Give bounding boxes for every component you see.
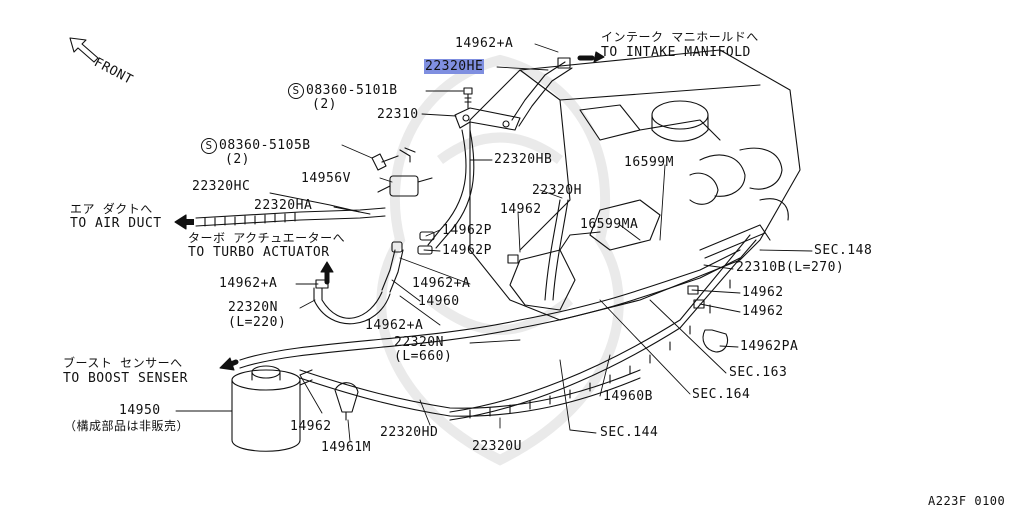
part-14960[interactable]: 14960 (418, 294, 460, 309)
part-14950-note: （構成部品は非販売） (64, 419, 190, 433)
jp-air-duct-label: エア ダクトへ (70, 202, 153, 216)
jp-turbo-label: ターボ アクチュエーターへ (188, 231, 346, 245)
part-14962PA[interactable]: 14962PA (740, 339, 799, 354)
part-14950[interactable]: 14950 (119, 403, 161, 418)
arrow-to-boost (219, 357, 235, 371)
sec-144[interactable]: SEC.144 (600, 425, 659, 440)
jp-intake-label: インテーク マニホールドへ (601, 30, 759, 44)
hose-22320HB (427, 129, 475, 249)
part-22320N-left-length: (L=220) (228, 315, 287, 330)
part-16599MA[interactable]: 16599MA (580, 217, 639, 232)
bracket-22310 (454, 107, 521, 131)
part-22320N-mid[interactable]: 22320N (394, 335, 444, 350)
part-14962A-mid[interactable]: 14962+A (412, 276, 471, 291)
hose-22320HD (299, 369, 641, 417)
part-14962-r2[interactable]: 14962 (742, 304, 784, 319)
part-22310B[interactable]: 22310B(L=270) (736, 260, 845, 275)
figure-code: A223F 0100 (928, 494, 1006, 508)
to-boost-label: TO BOOST SENSER (63, 371, 188, 386)
part-22320HC[interactable]: 22320HC (192, 179, 251, 194)
leader-lines (175, 43, 813, 442)
s-circle-icon: S (288, 83, 304, 99)
hose-22310B (699, 224, 771, 259)
front-arrow-icon (69, 37, 99, 63)
tank-14950 (231, 365, 313, 452)
bolt-08360-5105B (371, 147, 416, 171)
part-22320H[interactable]: 22320H (532, 183, 582, 198)
part-22320HA[interactable]: 22320HA (254, 198, 313, 213)
to-intake-label: TO INTAKE MANIFOLD (601, 45, 751, 60)
to-air-duct-label: TO AIR DUCT (70, 216, 162, 231)
valve-14956V (377, 175, 433, 197)
part-14962A-low[interactable]: 14962+A (365, 318, 424, 333)
sec-163[interactable]: SEC.163 (729, 365, 788, 380)
part-14962P-1[interactable]: 14962P (442, 223, 492, 238)
s-circle-icon: S (201, 138, 217, 154)
hose-22320N-long (239, 249, 741, 369)
part-22320HD[interactable]: 22320HD (380, 425, 439, 440)
part-14961M[interactable]: 14961M (321, 440, 371, 455)
clamp-14961M (334, 382, 359, 421)
part-14962-low[interactable]: 14962 (290, 419, 332, 434)
part-22320U[interactable]: 22320U (472, 439, 522, 454)
engine-block (469, 49, 801, 321)
sec-164[interactable]: SEC.164 (692, 387, 751, 402)
part-22320N-left[interactable]: 22320N (228, 300, 278, 315)
arrow-to-intake (593, 51, 605, 63)
part-22320HE[interactable]: 22320HE (424, 59, 485, 74)
part-14956V[interactable]: 14956V (301, 171, 351, 186)
bolt-08360-5101B (463, 87, 473, 109)
hose-22320HC (195, 207, 386, 227)
part-14962A-top[interactable]: 14962+A (455, 36, 514, 51)
part-14960B[interactable]: 14960B (603, 389, 653, 404)
hose-turbo (313, 249, 404, 325)
fitting-14962P (391, 231, 435, 255)
part-16599M[interactable]: 16599M (624, 155, 674, 170)
part-22320N-mid-length: (L=660) (394, 349, 453, 364)
part-14962A-left[interactable]: 14962+A (219, 276, 278, 291)
jp-boost-label: ブースト センサーへ (63, 356, 183, 370)
bolt1-number: 08360-5101B (306, 83, 398, 98)
hose-22320U (449, 234, 757, 421)
part-14962P-2[interactable]: 14962P (442, 243, 492, 258)
bolt2-qty: (2) (225, 152, 250, 167)
bolt2-number: 08360-5105B (219, 138, 311, 153)
to-turbo-label: TO TURBO ACTUATOR (188, 245, 330, 260)
part-14962-r1[interactable]: 14962 (742, 285, 784, 300)
clamp-14962PA (702, 329, 729, 353)
part-14962-mid[interactable]: 14962 (500, 202, 542, 217)
part-22320HB[interactable]: 22320HB (494, 152, 553, 167)
part-22320HE-highlight: 22320HE (424, 59, 485, 74)
bolt1-qty: (2) (312, 97, 337, 112)
sec-148[interactable]: SEC.148 (814, 243, 873, 258)
hose-22320HE (511, 57, 573, 127)
part-22310[interactable]: 22310 (377, 107, 419, 122)
hose-22320H (507, 199, 569, 301)
